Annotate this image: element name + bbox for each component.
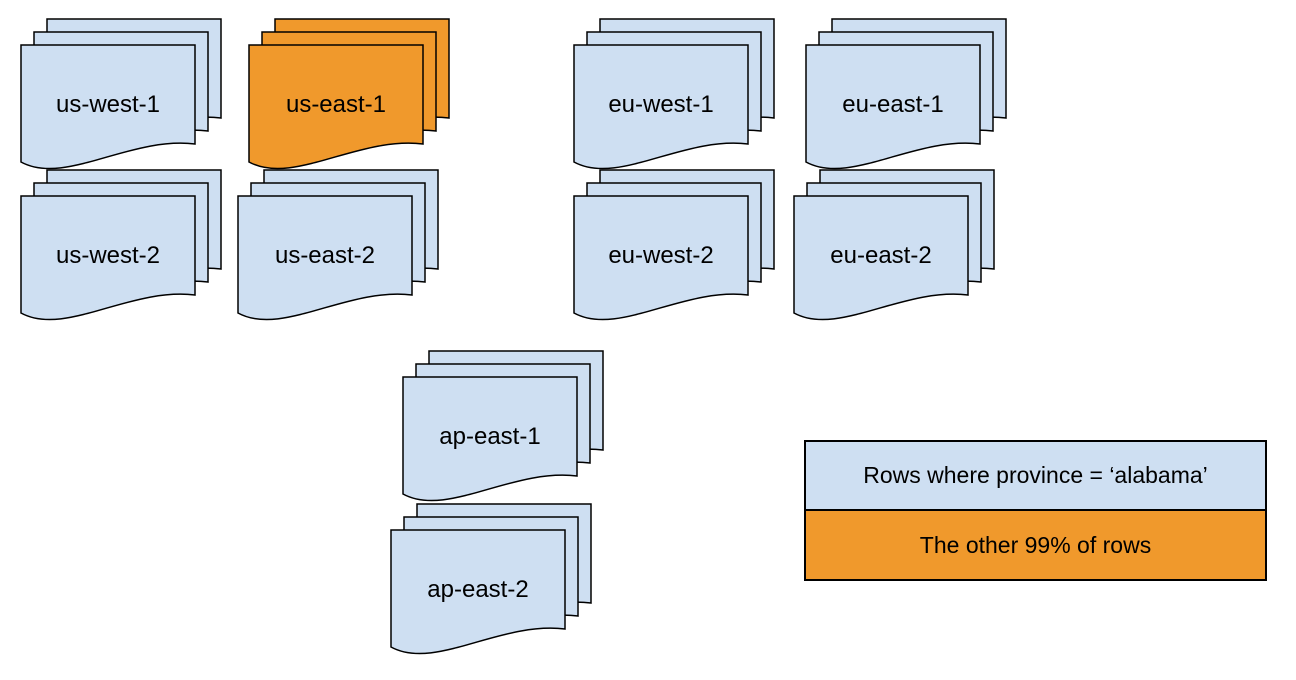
doc-stack-eu-west-2: eu-west-2 — [573, 169, 775, 323]
doc-stack-us-east-1: us-east-1 — [248, 18, 450, 172]
legend-row-alabama-rows: Rows where province = ‘alabama’ — [806, 442, 1265, 511]
document-sheet — [20, 195, 196, 322]
document-sheet — [805, 44, 981, 171]
document-sheet — [402, 376, 578, 503]
document-sheet — [248, 44, 424, 171]
legend-box: Rows where province = ‘alabama’ The othe… — [804, 440, 1267, 581]
doc-stack-eu-west-1: eu-west-1 — [573, 18, 775, 172]
legend-row-other-rows: The other 99% of rows — [806, 511, 1265, 579]
document-sheet — [20, 44, 196, 171]
doc-stack-ap-east-1: ap-east-1 — [402, 350, 604, 504]
document-sheet — [573, 195, 749, 322]
legend-label: The other 99% of rows — [919, 531, 1152, 558]
doc-stack-us-east-2: us-east-2 — [237, 169, 439, 323]
doc-stack-us-west-1: us-west-1 — [20, 18, 222, 172]
doc-stack-us-west-2: us-west-2 — [20, 169, 222, 323]
document-sheet — [793, 195, 969, 322]
doc-stack-eu-east-1: eu-east-1 — [805, 18, 1007, 172]
doc-stack-ap-east-2: ap-east-2 — [390, 503, 592, 657]
document-sheet — [237, 195, 413, 322]
doc-stack-eu-east-2: eu-east-2 — [793, 169, 995, 323]
legend-label: Rows where province = ‘alabama’ — [863, 462, 1208, 488]
document-sheet — [390, 529, 566, 656]
document-sheet — [573, 44, 749, 171]
